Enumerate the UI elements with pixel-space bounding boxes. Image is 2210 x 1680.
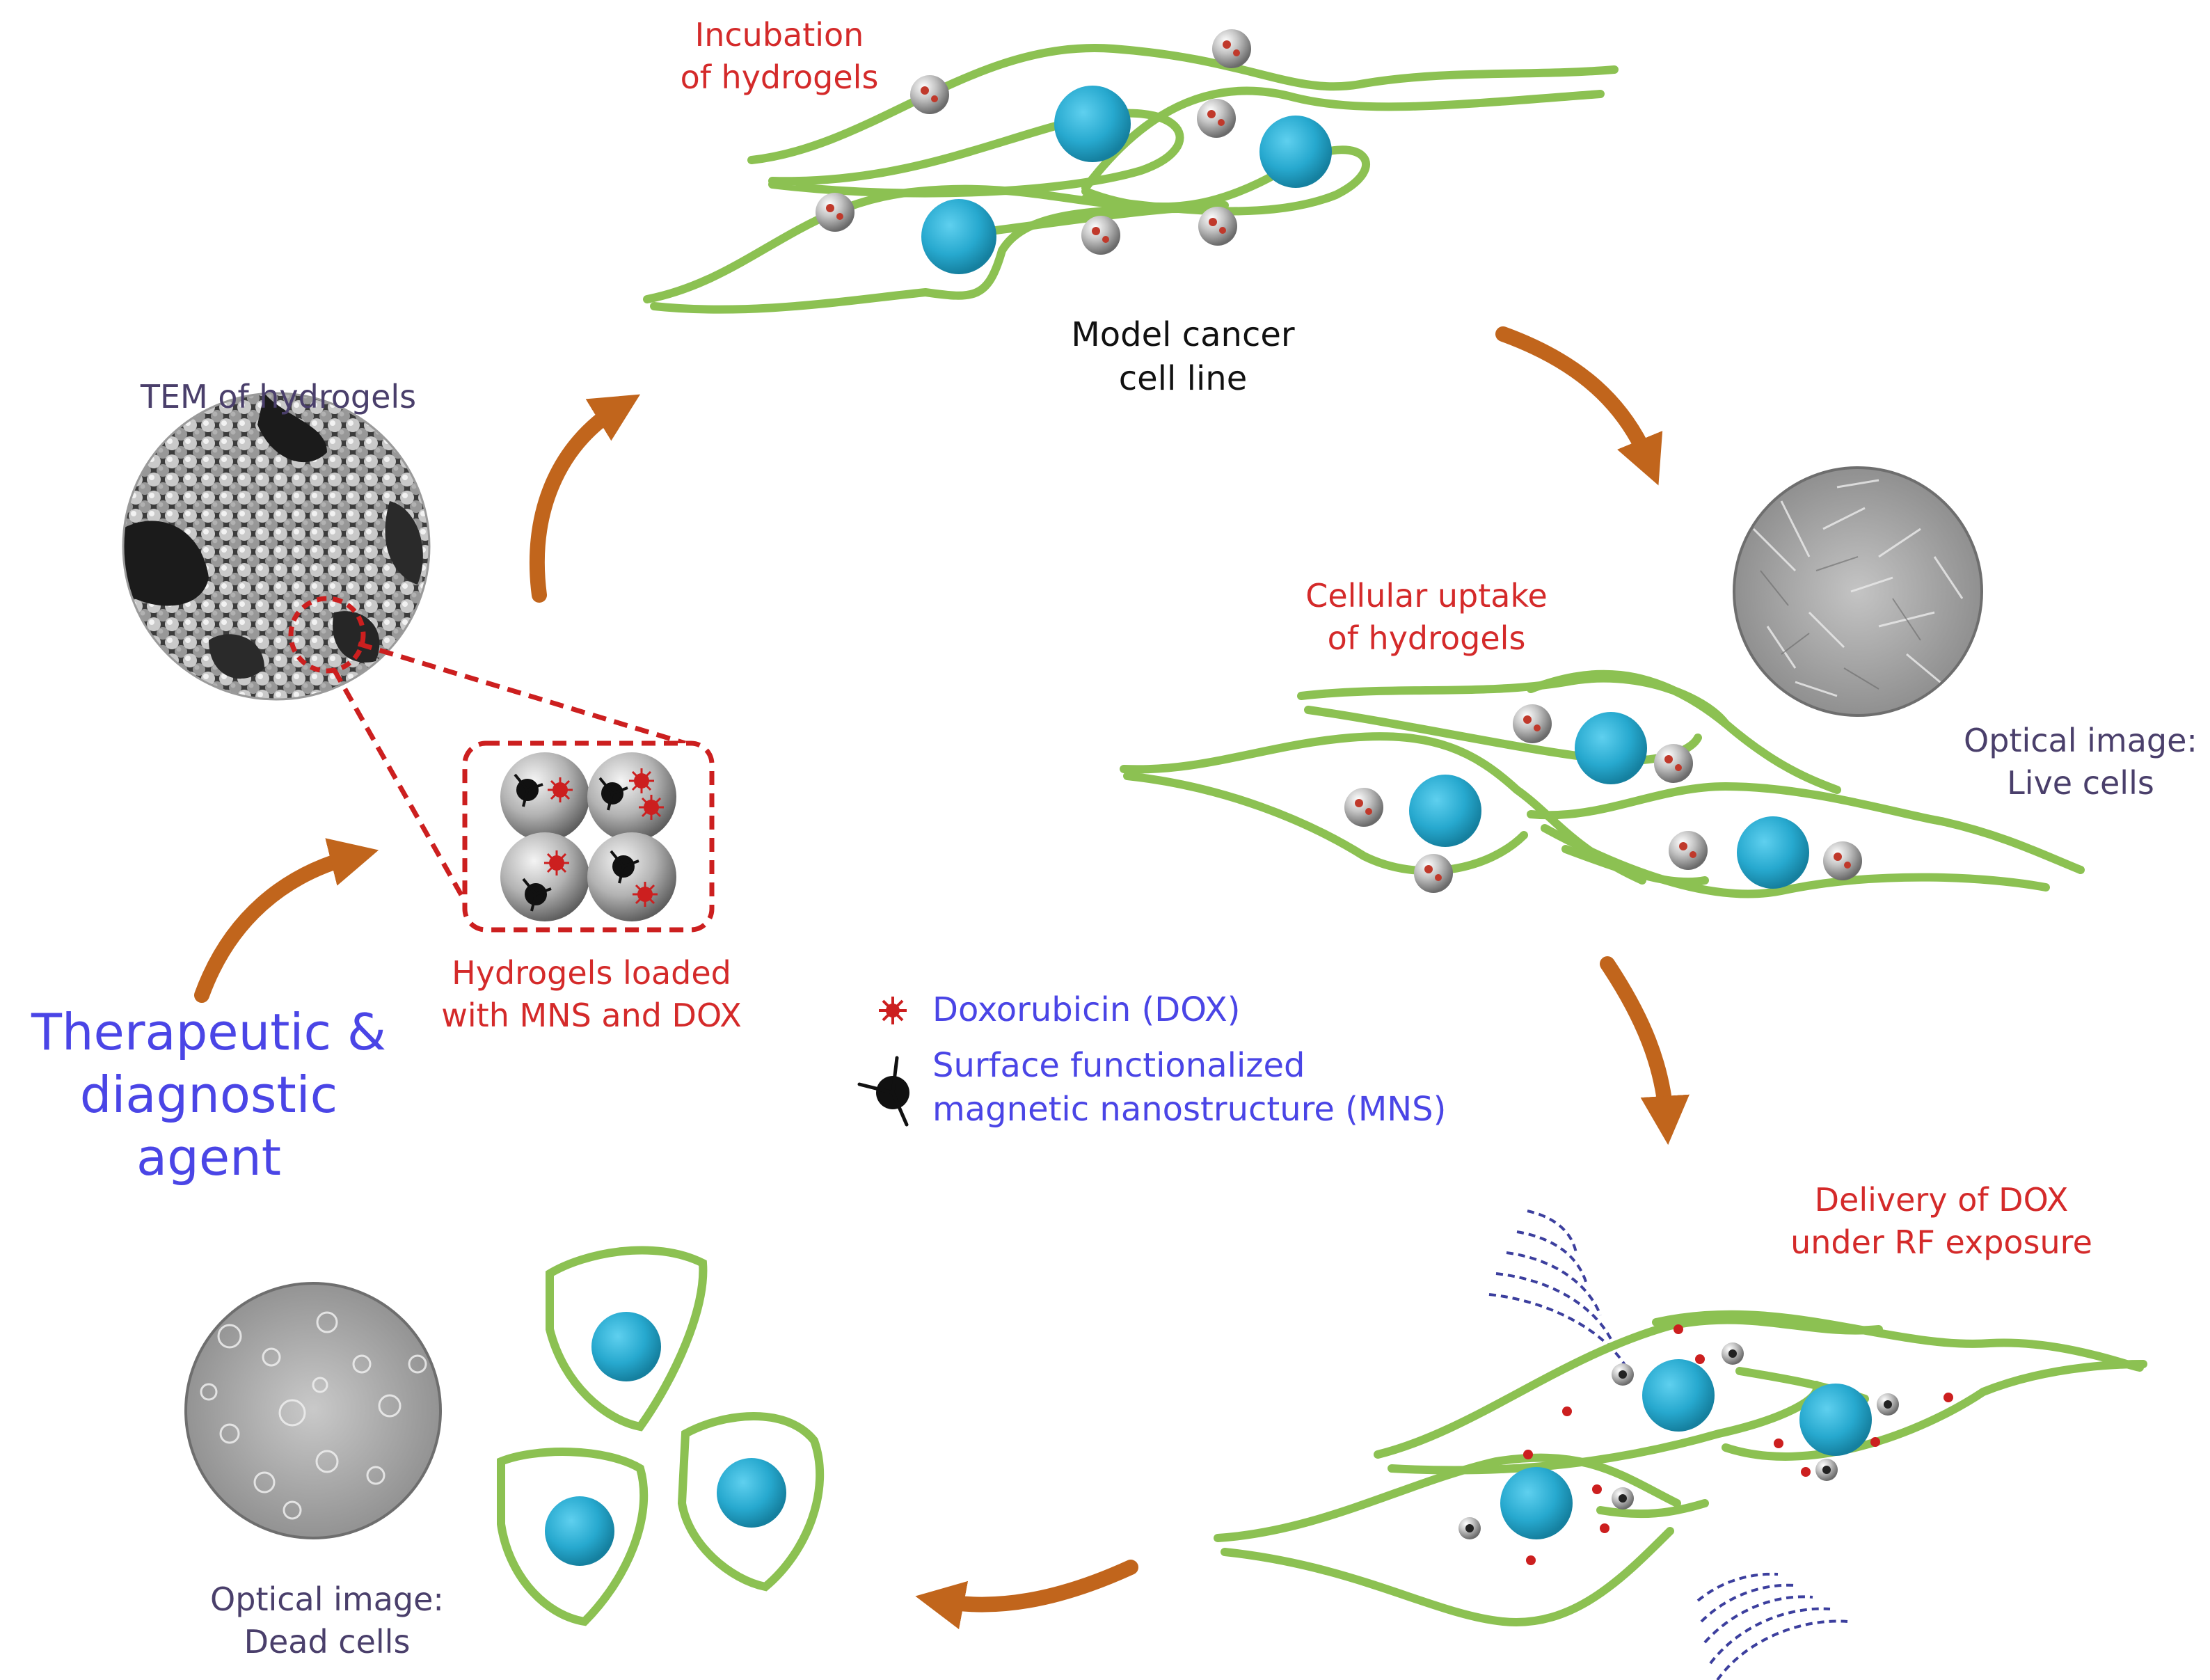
optical-live-label: Optical image: Live cells <box>1962 720 2199 804</box>
legend-dox-text: Doxorubicin (DOX) <box>932 990 1241 1029</box>
hydrogel-large <box>500 752 589 841</box>
nucleus <box>921 199 996 274</box>
nucleus <box>1575 712 1647 784</box>
nucleus <box>545 1496 614 1566</box>
hydrogel-sphere <box>1198 207 1237 246</box>
nucleus <box>591 1312 661 1381</box>
cycle-arrow-icon <box>529 394 641 603</box>
rf-wave-icon <box>1696 1572 1848 1680</box>
incubation-label: Incubation of hydrogels <box>654 14 905 98</box>
optical-live-label-line1: Optical image: <box>1964 722 2197 759</box>
legend-dox: Doxorubicin (DOX) <box>932 988 1503 1032</box>
hydrogel-sphere <box>1654 744 1693 783</box>
optical-dead-label-line1: Optical image: <box>210 1580 444 1618</box>
legend-mns: Surface functionalized magnetic nanostru… <box>932 1044 1503 1132</box>
hydrogel-sphere <box>1081 216 1120 255</box>
delivery-label-line2: under RF exposure <box>1790 1223 2092 1261</box>
hydrogel-sphere <box>1414 854 1453 893</box>
legend-mns-line1: Surface functionalized <box>932 1046 1305 1085</box>
rf-wave-icon <box>1488 1210 1633 1379</box>
hydrogel-sphere <box>910 75 949 114</box>
hydrogels-loaded-label: Hydrogels loaded with MNS and DOX <box>424 952 758 1036</box>
hydrogel-sphere <box>1344 788 1383 827</box>
nucleus <box>1259 116 1332 188</box>
tem-label-text: TEM of hydrogels <box>140 378 417 415</box>
hydrogel-zoom-box <box>462 740 715 933</box>
hydrogels-loaded-label-line2: with MNS and DOX <box>441 996 742 1034</box>
hydrogel-sphere <box>1212 29 1251 68</box>
uptake-cells <box>1120 669 2085 898</box>
agent-label-line1: Therapeutic & <box>31 1003 387 1061</box>
optical-live-label-line2: Live cells <box>2007 763 2154 802</box>
hydrogels-top <box>816 29 1251 255</box>
cycle-arrow-icon <box>915 1560 1138 1630</box>
nucleus <box>1500 1467 1573 1539</box>
hydrogel-large <box>500 832 589 921</box>
legend-mns-line2: magnetic nanostructure (MNS) <box>932 1090 1447 1130</box>
uptake-label-line1: Cellular uptake <box>1305 577 1548 615</box>
optical-image-live <box>1733 466 1983 717</box>
hydrogel-sphere <box>816 193 854 232</box>
nucleus <box>1409 775 1481 847</box>
model-cancer-label-line1: Model cancer <box>1071 315 1295 354</box>
hydrogels-uptake <box>1344 704 1862 893</box>
hydrogel-sphere <box>1513 704 1552 743</box>
cycle-arrow-icon <box>194 838 379 1003</box>
nucleus <box>1054 86 1131 162</box>
optical-image-dead <box>184 1282 442 1539</box>
hydrogels-loaded-label-line1: Hydrogels loaded <box>452 954 731 992</box>
model-cancer-cells <box>643 43 1619 314</box>
hydrogel-large <box>587 752 676 841</box>
nuclei-top <box>921 86 1332 274</box>
cycle-arrow-icon <box>1495 326 1663 486</box>
nucleus <box>1799 1384 1872 1456</box>
agent-label-line2: diagnostic agent <box>79 1065 338 1187</box>
uptake-label-line2: of hydrogels <box>1327 619 1526 657</box>
nucleus <box>1737 816 1809 889</box>
agent-label: Therapeutic & diagnostic agent <box>0 1001 418 1189</box>
optical-dead-label: Optical image: Dead cells <box>188 1578 466 1663</box>
zoom-connectors <box>331 641 687 903</box>
tem-label: TEM of hydrogels <box>125 376 431 418</box>
hydrogel-sphere <box>1197 99 1236 138</box>
nucleus <box>717 1458 786 1528</box>
hydrogel-sphere <box>1823 841 1862 880</box>
model-cancer-label-line2: cell line <box>1118 359 1248 399</box>
hydrogel-sphere <box>1669 831 1708 870</box>
nucleus <box>1642 1359 1715 1432</box>
nuclei-delivery <box>1500 1359 1872 1539</box>
cycle-arrow-icon <box>1600 956 1690 1146</box>
hydrogel-large <box>587 832 676 921</box>
tem-image <box>122 392 431 701</box>
tem-zoom-circle <box>288 596 366 674</box>
uptake-label: Cellular uptake of hydrogels <box>1280 575 1573 659</box>
incubation-label-line1: Incubation <box>694 16 864 54</box>
legend-icons <box>857 997 909 1127</box>
delivery-label-line1: Delivery of DOX <box>1814 1181 2069 1219</box>
dead-cells <box>497 1246 825 1626</box>
model-cancer-label: Model cancer cell line <box>1030 313 1336 402</box>
cycle-arrows <box>194 326 1690 1630</box>
dox-star-icon <box>879 997 907 1024</box>
released-particles <box>1458 1324 1953 1565</box>
optical-dead-label-line2: Dead cells <box>244 1622 411 1661</box>
mns-icon <box>857 1056 909 1127</box>
nuclei-uptake <box>1409 712 1809 889</box>
delivery-label: Delivery of DOX under RF exposure <box>1767 1179 2115 1263</box>
incubation-label-line2: of hydrogels <box>680 58 879 96</box>
